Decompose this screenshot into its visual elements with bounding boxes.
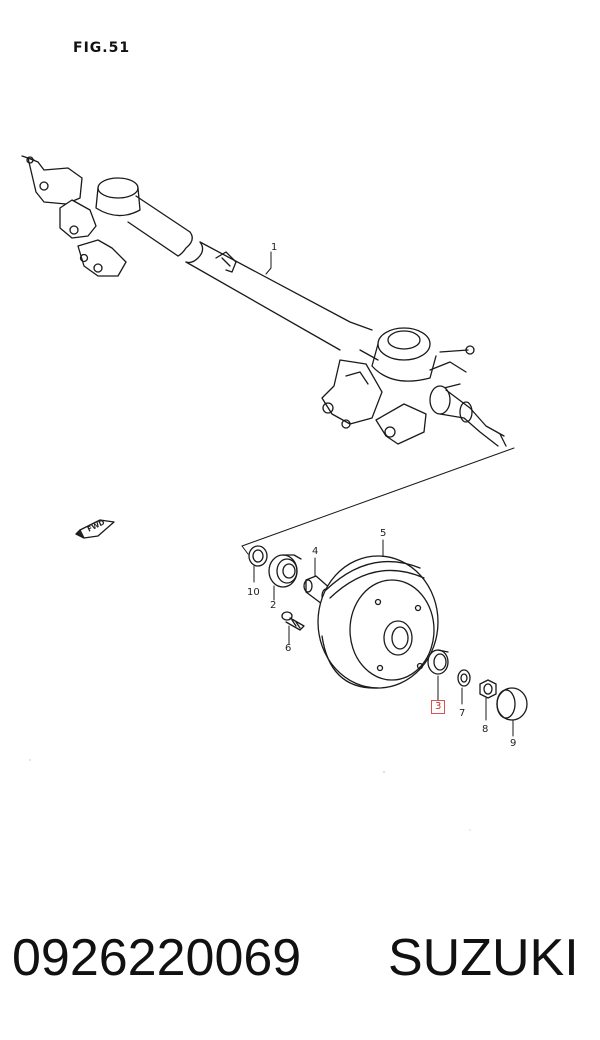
part-9-grease-cap xyxy=(496,687,528,721)
part-10-oil-seal xyxy=(248,545,268,567)
part-6-hub-bolt xyxy=(281,611,305,631)
part-8-nut xyxy=(479,679,497,699)
callout-8: 8 xyxy=(482,724,489,735)
callout-7: 7 xyxy=(459,708,466,719)
fwd-arrow-icon xyxy=(75,519,115,539)
callout-5: 5 xyxy=(380,528,387,539)
callout-4: 4 xyxy=(312,546,319,557)
parts-diagram: FIG.51 1 2 3 4 5 6 7 8 9 10 FWD xyxy=(21,40,528,831)
part-5-brake-drum xyxy=(317,555,439,689)
part-3-outer-bearing xyxy=(427,649,449,675)
part-7-washer xyxy=(457,669,471,687)
axle-housing xyxy=(21,155,507,447)
diagram-canvas xyxy=(21,155,528,831)
callout-3-highlighted: 3 xyxy=(431,700,446,714)
part-number: 0926220069 xyxy=(12,929,302,987)
callout-10: 10 xyxy=(247,587,260,598)
callout-9: 9 xyxy=(510,738,517,749)
callout-2: 2 xyxy=(270,600,277,611)
figure-label: FIG.51 xyxy=(73,40,131,56)
callout-6: 6 xyxy=(285,643,292,654)
product-footer xyxy=(0,868,600,1040)
part-2-bearing xyxy=(268,554,302,588)
callout-1: 1 xyxy=(271,242,278,253)
brand-name: SUZUKI xyxy=(388,929,579,987)
